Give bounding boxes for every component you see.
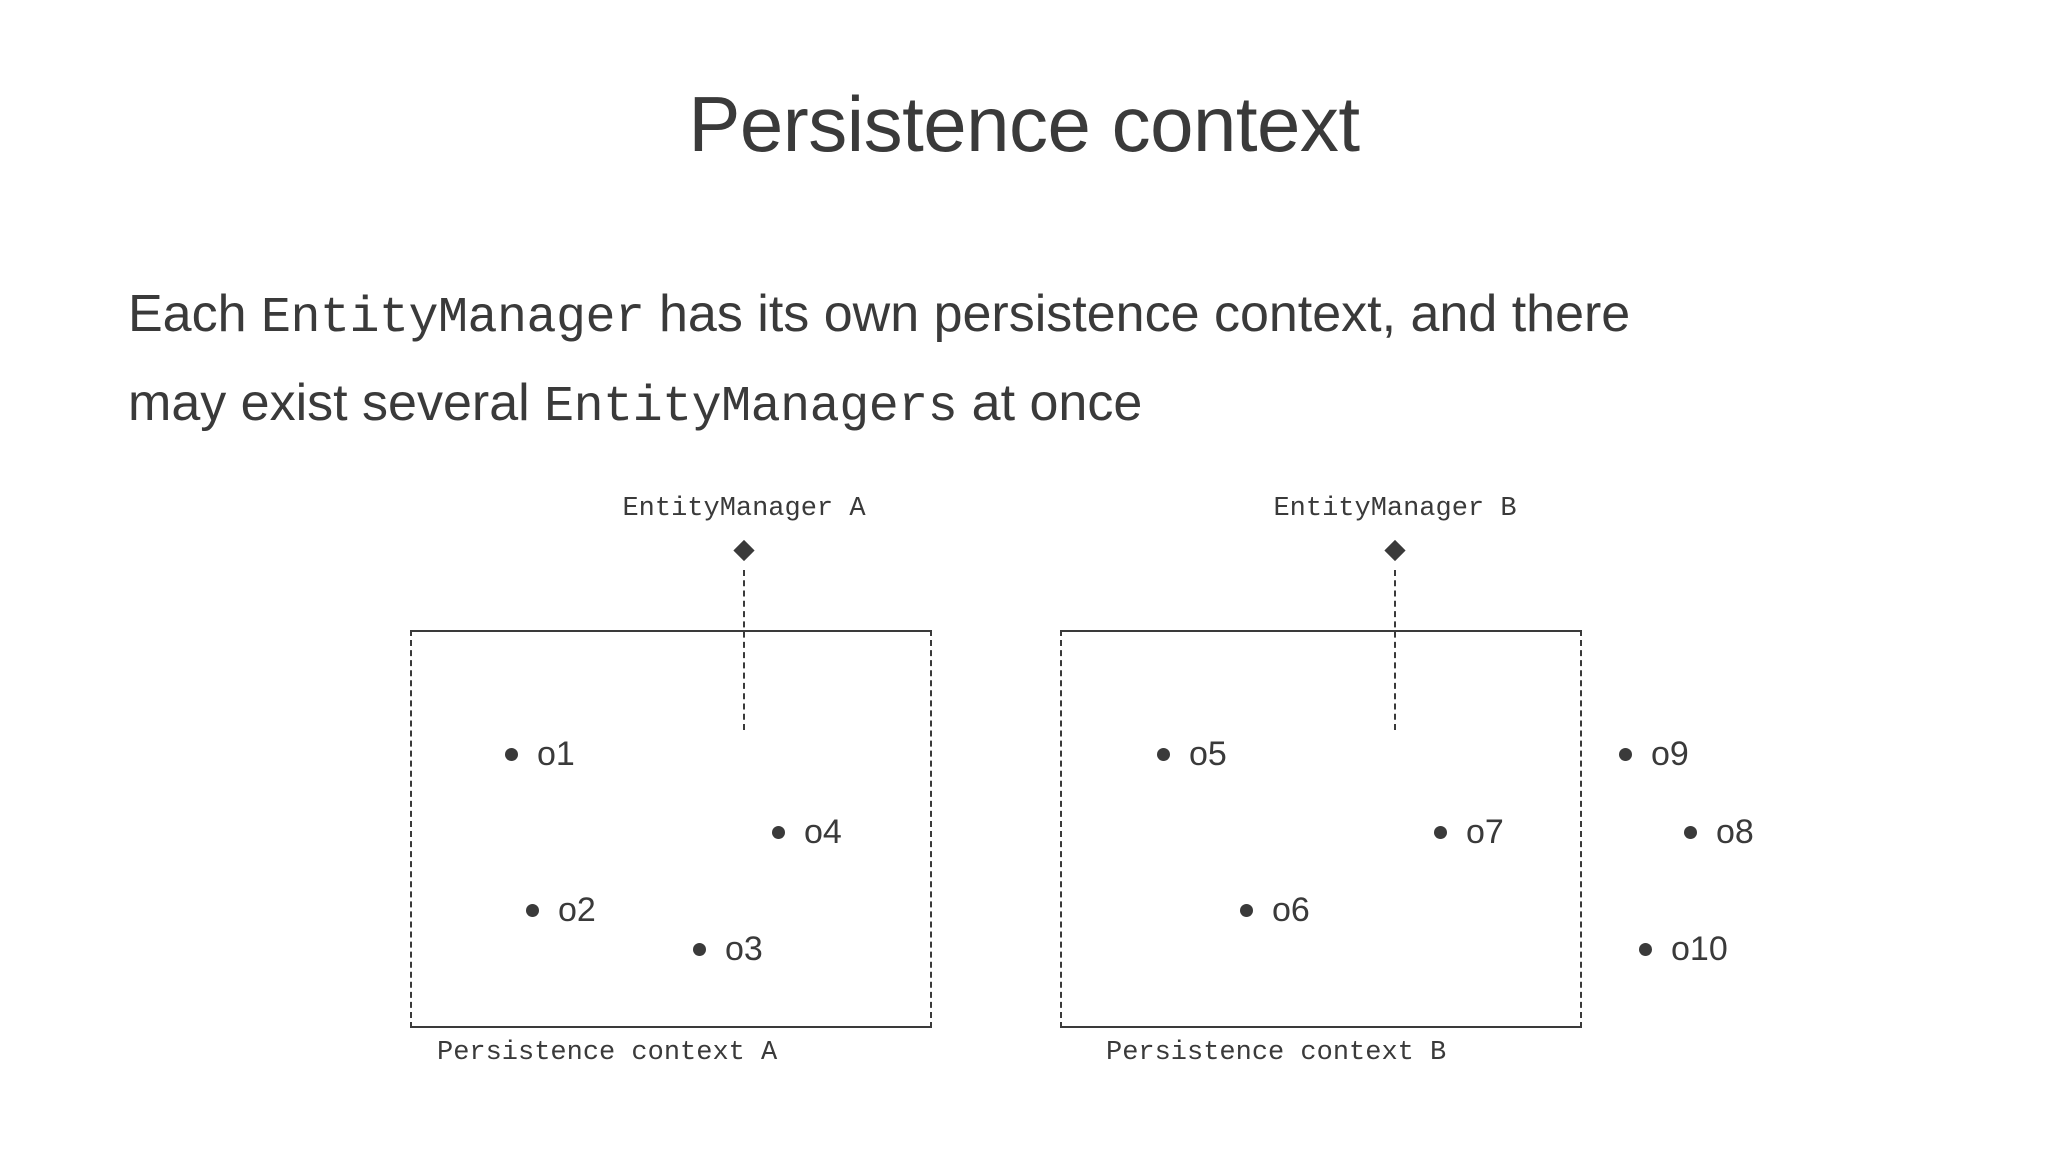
entity-dot-icon [1240,903,1253,917]
entity-o4: o4 [772,815,842,849]
entity-o6: o6 [1240,893,1310,927]
persistence-context-a-box [410,630,932,1028]
composition-diamond-a-icon [733,539,755,562]
entity-label: o2 [558,891,596,929]
body-line1-suffix: has its own persistence context, and the… [644,285,1631,343]
body-line2-suffix: at once [957,374,1143,432]
entity-label: o8 [1716,813,1754,851]
entity-label: o5 [1189,735,1227,773]
entity-dot-icon [1619,747,1632,761]
body-line2-prefix: may exist several [128,374,545,432]
entity-label: o6 [1272,891,1310,929]
entity-dot-icon [772,825,785,839]
body-line2-code: EntityManagers [544,379,958,436]
entity-dot-icon [1157,747,1170,761]
body-paragraph: Each EntityManager has its own persisten… [128,272,1948,450]
entity-o2: o2 [526,893,596,927]
entity-dot-icon [505,747,518,761]
entity-manager-a-label: EntityManager A [622,494,866,524]
entity-label: o4 [804,813,842,851]
connector-line-b [1394,570,1396,730]
entity-o9: o9 [1619,737,1689,771]
entity-label: o9 [1651,735,1689,773]
entity-o7: o7 [1434,815,1504,849]
body-line1-code: EntityManager [260,290,645,347]
composition-diamond-b-icon [1384,539,1406,562]
entity-dot-icon [693,942,706,956]
entity-dot-icon [1684,825,1697,839]
entity-label: o3 [725,930,763,968]
entity-o1: o1 [505,737,575,771]
page-title: Persistence context [688,80,1360,168]
connector-line-a [743,570,745,730]
persistence-context-a-caption: Persistence context A [437,1038,778,1068]
persistence-context-b-caption: Persistence context B [1106,1038,1447,1068]
entity-dot-icon [1434,825,1447,839]
entity-dot-icon [1639,942,1652,956]
persistence-context-b-box [1060,630,1582,1028]
entity-o3: o3 [693,932,763,966]
entity-o5: o5 [1157,737,1227,771]
entity-label: o10 [1671,930,1728,968]
entity-label: o1 [537,735,575,773]
entity-o10: o10 [1639,932,1728,966]
entity-label: o7 [1466,813,1504,851]
body-line1-prefix: Each [128,285,261,343]
entity-manager-b-label: EntityManager B [1273,494,1517,524]
entity-o8: o8 [1684,815,1754,849]
entity-dot-icon [526,903,539,917]
